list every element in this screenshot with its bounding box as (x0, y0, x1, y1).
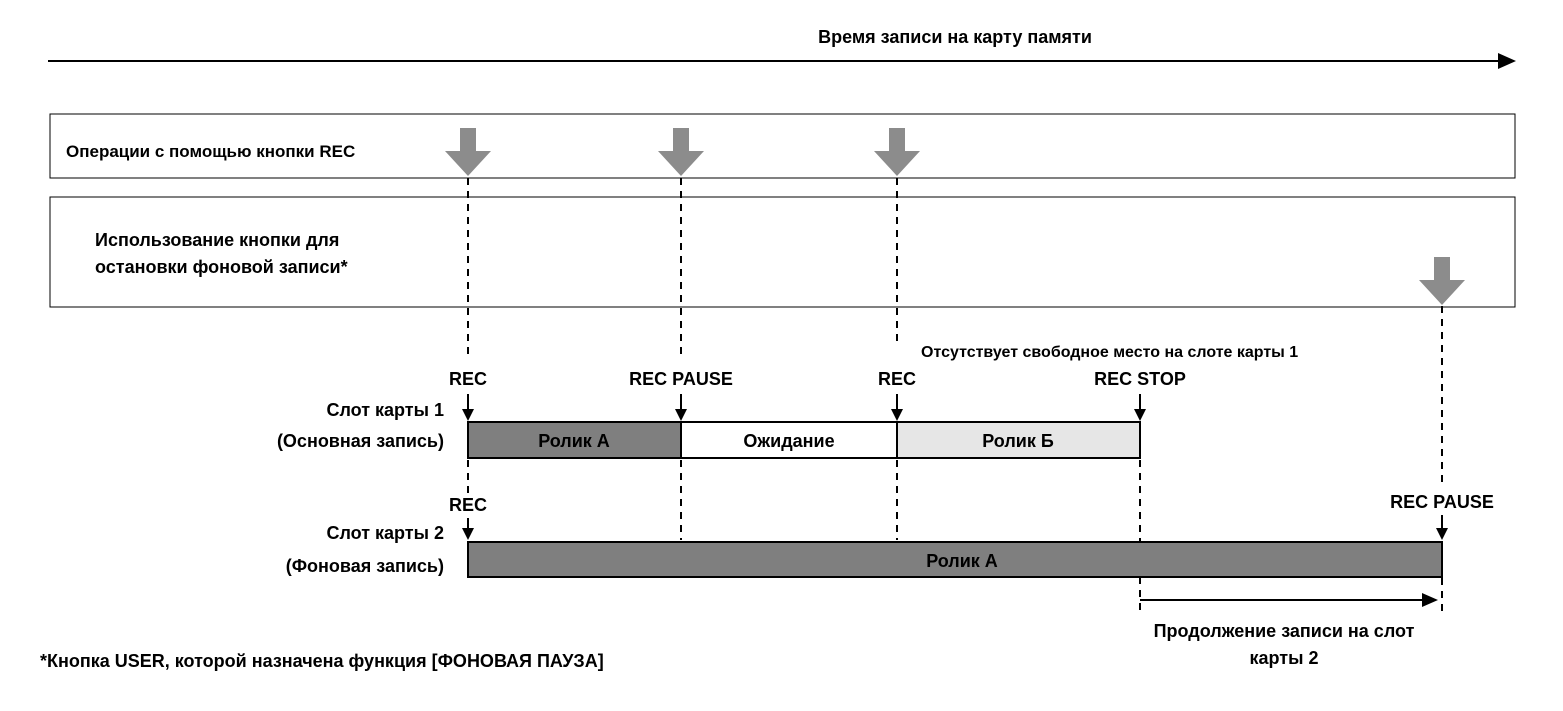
rec-button-row-label: Операции с помощью кнопки REC (66, 142, 355, 161)
slot1-title: Слот карты 1 (326, 400, 444, 420)
timeline-arrow-head (1498, 53, 1516, 69)
slot1-note: Отсутствует свободное место на слоте кар… (921, 344, 1298, 361)
slot1-subtitle: (Основная запись) (277, 431, 444, 451)
slot1-marker-pause: REC PAUSE (629, 369, 733, 389)
slot2-marker-rec: REC (449, 495, 487, 515)
big-down-arrow-icon (658, 128, 704, 176)
slot1-marker-rec2: REC (878, 369, 916, 389)
timeline-label: Время записи на карту памяти (818, 27, 1092, 47)
slot2-subtitle: (Фоновая запись) (286, 556, 444, 576)
big-down-arrow-icon (874, 128, 920, 176)
slot2-title: Слот карты 2 (326, 523, 444, 543)
slot1-segment-a-label: Ролик А (538, 431, 610, 451)
continuation-label-line1: Продолжение записи на слот (1154, 621, 1415, 641)
slot2-segment-a (467, 541, 1443, 578)
slot1-segment-b (896, 421, 1141, 459)
rec-button-row (49, 113, 1516, 179)
slot1-segment-a (467, 421, 682, 459)
bg-stop-row-label-line1: Использование кнопки для (95, 230, 339, 250)
slot2-segment-a-label: Ролик А (926, 551, 998, 571)
slot1-segment-b-label: Ролик Б (982, 431, 1054, 451)
continuation-label-line2: карты 2 (1250, 648, 1319, 668)
big-arrows (445, 128, 1465, 305)
slot1-segment-wait-label: Ожидание (743, 431, 834, 451)
slot1-marker-rec1: REC (449, 369, 487, 389)
slot1-marker-arrows (462, 394, 1146, 421)
slot1-marker-stop: REC STOP (1094, 369, 1186, 389)
bg-stop-button-row (49, 196, 1516, 308)
slot2-marker-pause: REC PAUSE (1390, 492, 1494, 512)
big-down-arrow-icon (1419, 257, 1465, 305)
footnote: *Кнопка USER, которой назначена функция … (40, 651, 604, 671)
slot2-marker-arrows (462, 515, 1448, 540)
continuation-arrow-head (1422, 593, 1438, 607)
bg-stop-row-label-line2: остановки фоновой записи* (95, 257, 348, 277)
big-down-arrow-icon (445, 128, 491, 176)
dashed-guides (467, 178, 1443, 615)
slot1-segment-wait (680, 421, 898, 459)
